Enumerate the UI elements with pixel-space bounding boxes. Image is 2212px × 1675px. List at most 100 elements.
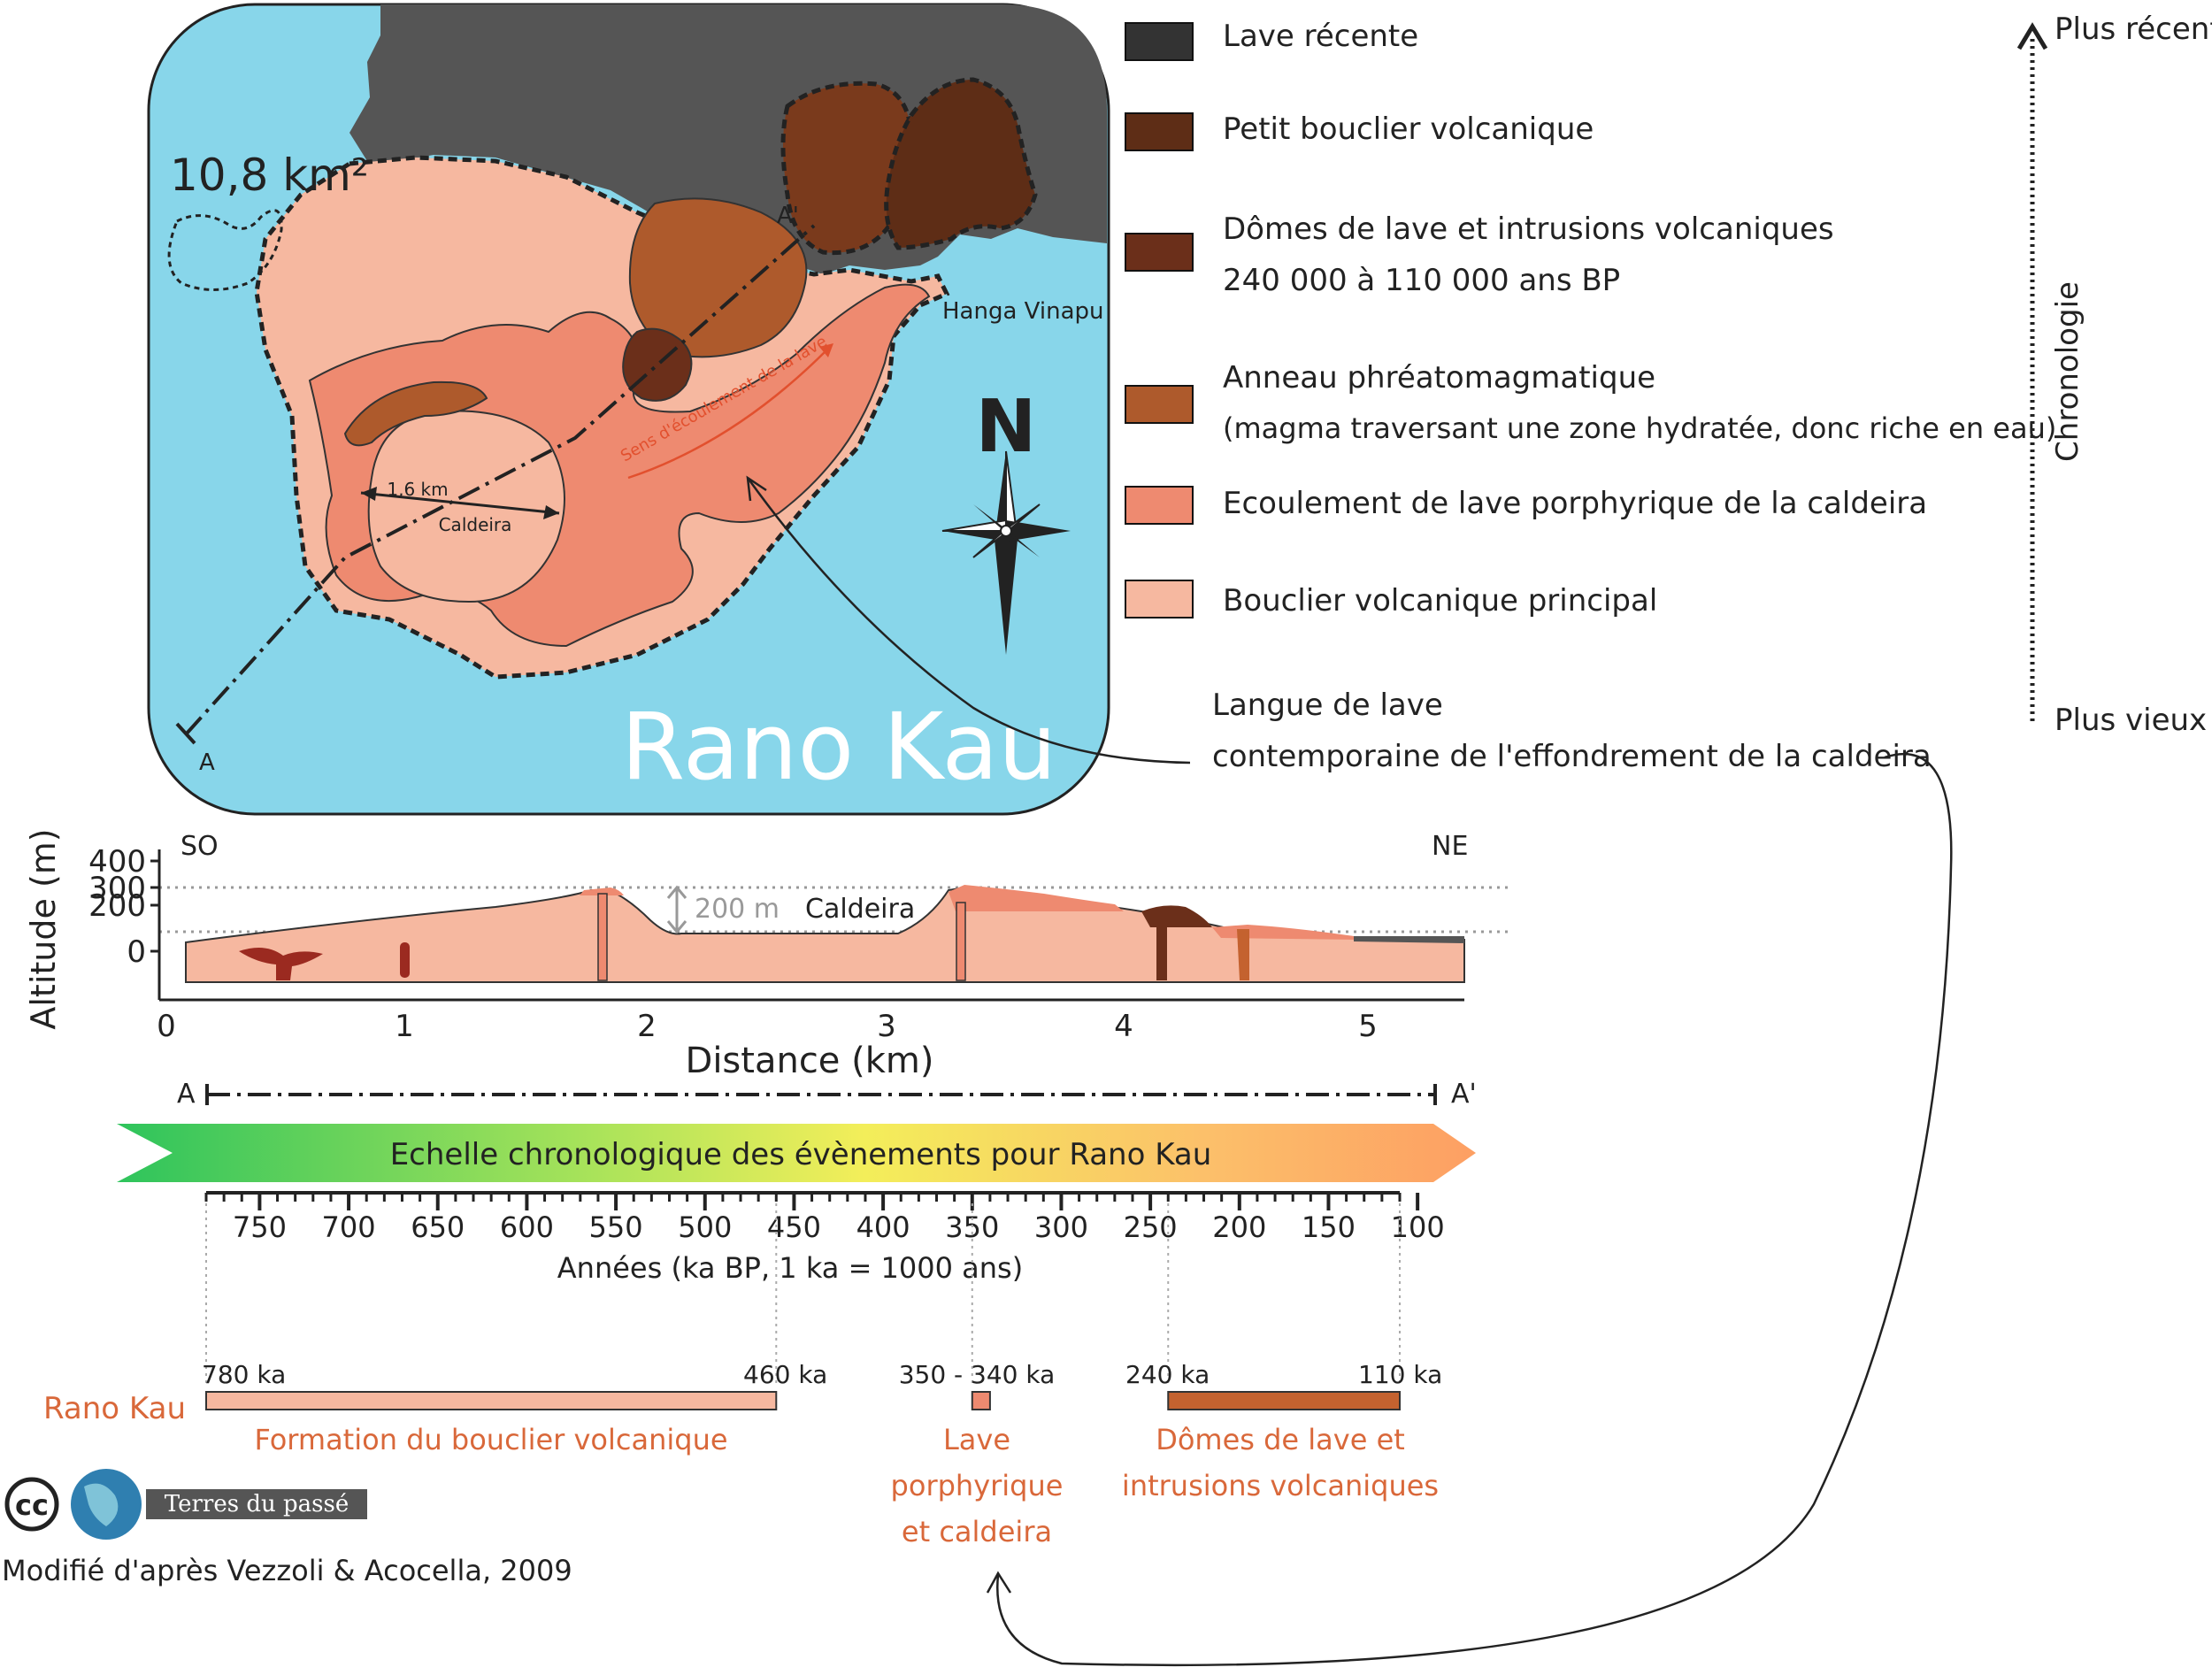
- chronology-arrow: Plus récent Plus vieux Chronologie: [2016, 12, 2212, 738]
- timeline-arrow: [117, 1124, 1476, 1182]
- timeline-tick-label: 250: [1124, 1210, 1178, 1244]
- small-shield-right: [884, 77, 1038, 250]
- terrain-dome: [1141, 905, 1212, 927]
- timeline-tick-label: 300: [1034, 1210, 1088, 1244]
- event0-end: 460 ka: [743, 1360, 827, 1389]
- small-shield-left: [780, 81, 914, 256]
- callout-arrow-map: [746, 477, 1191, 765]
- intrusion-5: [1156, 920, 1167, 980]
- timeline-tick-label: 100: [1391, 1210, 1445, 1244]
- place-label: Hanga Vinapu: [942, 298, 1104, 325]
- legend-swatch-domes: [1125, 233, 1194, 272]
- ytick-400: 400: [88, 844, 146, 880]
- intrusion-1: [239, 948, 323, 980]
- profile-ne: NE: [1432, 831, 1468, 862]
- timeline-tick-label: 500: [678, 1210, 732, 1244]
- diameter-arrow: [360, 491, 560, 515]
- intrusion-3: [597, 893, 608, 981]
- caldera-floor: [367, 410, 565, 603]
- height-label: 200 m: [695, 894, 780, 925]
- north-label: N: [976, 385, 1037, 469]
- intrusion-4: [956, 902, 966, 981]
- event0-start: 780 ka: [202, 1360, 286, 1389]
- point-a2: A': [777, 203, 799, 229]
- ytick-200: 200: [88, 888, 146, 924]
- legend-swatch-main-shield: [1125, 580, 1194, 619]
- event-bar-domes: [1167, 1391, 1402, 1410]
- chronology-bottom: Plus vieux: [2055, 703, 2207, 738]
- phreato-ring-small: [343, 380, 488, 447]
- timeline-tick-label: 700: [322, 1210, 376, 1244]
- profile-a2: A': [1451, 1079, 1477, 1110]
- brand-banner: [146, 1489, 367, 1519]
- ytick-0: 0: [127, 934, 146, 970]
- credits: cc Terres du passé Modifié d'après Vezzo…: [2, 1469, 572, 1587]
- north-arrow-icon: [941, 450, 1071, 655]
- legend-label-domes: Dômes de lave et intrusions volcaniques: [1223, 211, 1834, 247]
- terrain-main-shield: [185, 886, 1465, 983]
- xtick-2: 2: [637, 1009, 657, 1044]
- brand-label: Terres du passé: [165, 1491, 349, 1517]
- chronology-top: Plus récent: [2055, 12, 2212, 47]
- intrusion-6: [1237, 929, 1249, 980]
- cc-label: cc: [15, 1488, 49, 1522]
- point-a: A: [199, 749, 215, 776]
- timeline-tick-label: 650: [411, 1210, 465, 1244]
- area-outline: [167, 209, 283, 291]
- legend-label-phreato-note: (magma traversant une zone hydratée, don…: [1223, 411, 2056, 445]
- legend-label-porphyric: Ecoulement de lave porphyrique de la cal…: [1223, 486, 1927, 521]
- lava-dome-small: [622, 327, 693, 402]
- event1-range: 350 - 340 ka: [899, 1360, 1056, 1389]
- legend-swatch-recent-lava: [1125, 22, 1194, 61]
- event1-name-line1: Lave: [943, 1423, 1010, 1456]
- timeline-tick-label: 550: [589, 1210, 643, 1244]
- event-bar-caldera: [971, 1391, 991, 1410]
- profile-a: A: [177, 1079, 196, 1110]
- terrain-recent: [1354, 936, 1464, 943]
- legend-swatch-small-shield: [1125, 112, 1194, 151]
- profile-caldeira: Caldeira: [805, 894, 915, 925]
- xtick-3: 3: [877, 1009, 896, 1044]
- callout-line1: Langue de lave: [1212, 688, 1443, 723]
- series-name: Rano Kau: [43, 1391, 186, 1426]
- caldera-label: Caldeira: [439, 514, 512, 535]
- xtick-0: 0: [157, 1009, 176, 1044]
- profile-xlabel: Distance (km): [686, 1041, 934, 1081]
- legend-label-phreato: Anneau phréatomagmatique: [1223, 360, 1655, 396]
- area-label: 10,8 km²: [170, 150, 369, 201]
- terrain-porphyric-right: [949, 885, 1124, 911]
- phreato-ring-area: [628, 197, 808, 358]
- chronology-label: Chronologie: [2050, 281, 2085, 462]
- xtick-1: 1: [395, 1009, 414, 1044]
- terrain-porphyric-left: [580, 887, 624, 895]
- timeline-tick-label: 400: [856, 1210, 910, 1244]
- timeline-tick-label: 600: [500, 1210, 554, 1244]
- timeline-guides: [205, 1203, 1401, 1385]
- timeline-tick-label: 200: [1212, 1210, 1266, 1244]
- legend: Lave récente Petit bouclier volcanique D…: [1125, 19, 2056, 619]
- profile-line: [184, 224, 816, 736]
- event1-name-line2: porphyrique: [891, 1469, 1064, 1502]
- timeline-title: Echelle chronologique des évènements pou…: [390, 1137, 1212, 1172]
- profile-ylabel: Altitude (m): [24, 828, 63, 1029]
- event2-name-line2: intrusions volcaniques: [1122, 1469, 1439, 1502]
- legend-label-domes-age: 240 000 à 110 000 ans BP: [1223, 263, 1620, 298]
- timeline-tick-label: 750: [233, 1210, 287, 1244]
- flow-arrow: [627, 349, 828, 480]
- cc-icon: [4, 1477, 59, 1532]
- callout: Langue de lave contemporaine de l'effond…: [746, 475, 1953, 1667]
- timeline-tick-label: 150: [1302, 1210, 1356, 1244]
- callout-line2: contemporaine de l'effondrement de la ca…: [1212, 739, 1932, 774]
- event0-name: Formation du bouclier volcanique: [254, 1423, 727, 1456]
- legend-swatch-porphyric: [1125, 486, 1194, 525]
- source-label: Modifié d'après Vezzoli & Acocella, 2009: [2, 1554, 572, 1587]
- profile: 200 m Caldeira 400 300 200 0 Altitude (m…: [24, 828, 1509, 1110]
- legend-swatch-phreato: [1125, 385, 1194, 424]
- timeline-tick-label: 450: [767, 1210, 821, 1244]
- xtick-5: 5: [1358, 1009, 1378, 1044]
- diameter-label: 1,6 km: [387, 479, 448, 500]
- profile-so: SO: [180, 831, 219, 862]
- event2-end: 110 ka: [1358, 1360, 1442, 1389]
